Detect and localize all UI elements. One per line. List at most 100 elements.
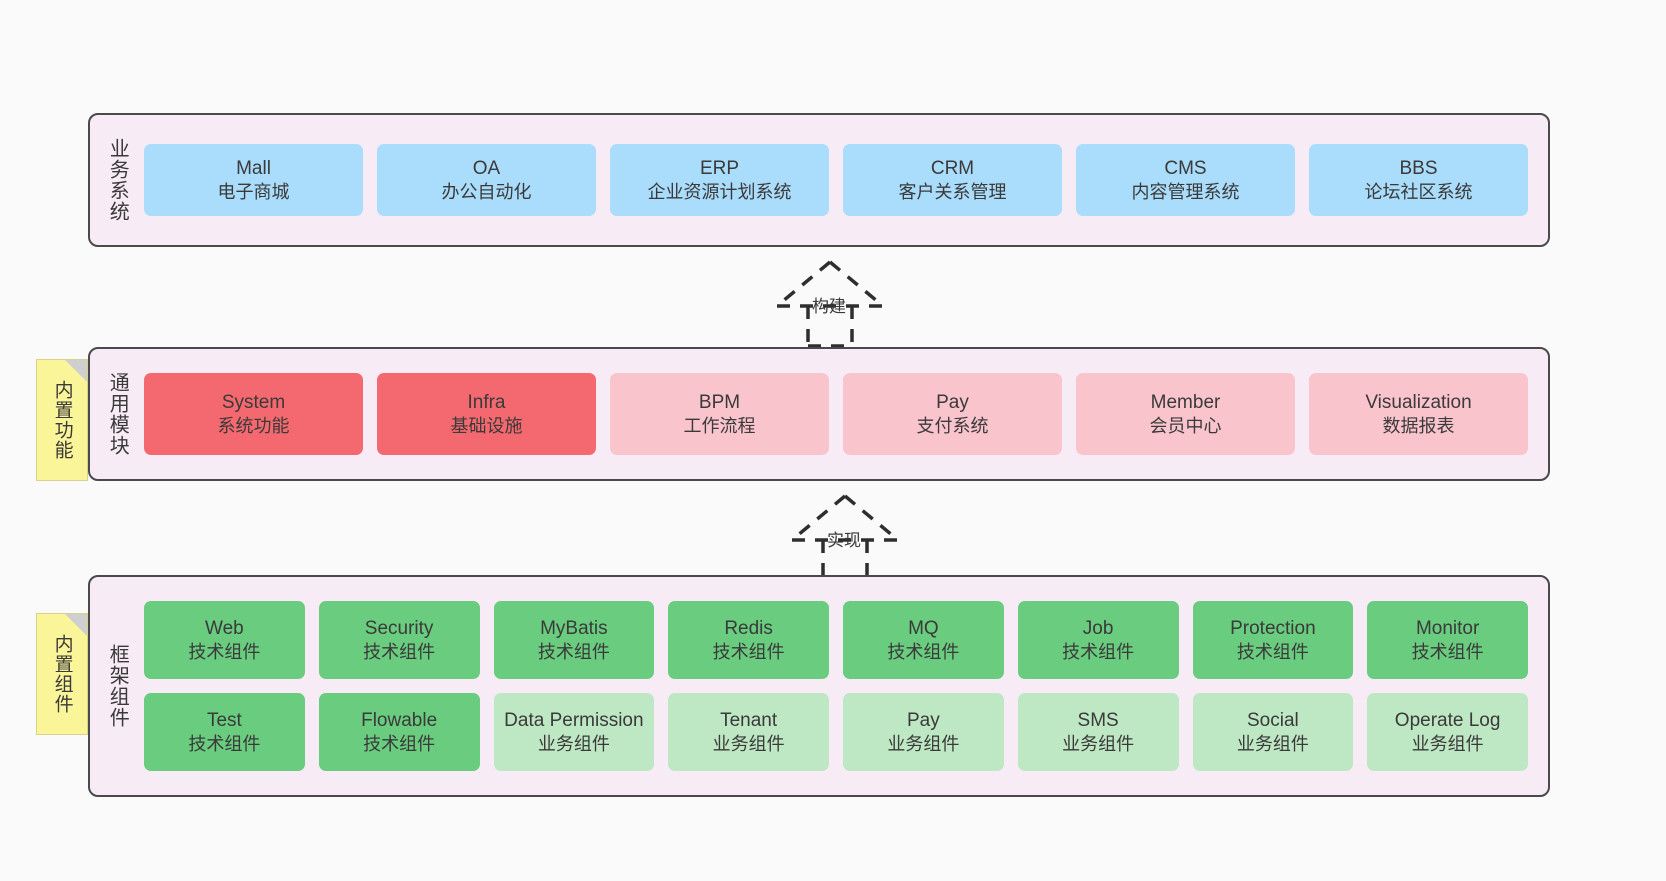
layer-label-business-systems: 业务系统 (106, 138, 129, 222)
card-title: MQ (908, 617, 939, 639)
layer-label-framework-components: 框架组件 (106, 644, 129, 728)
card-title: Flowable (361, 709, 438, 731)
card-subtitle: 会员中心 (1149, 415, 1222, 436)
card-subtitle: 技术组件 (1236, 641, 1309, 662)
card-subtitle: 技术组件 (712, 641, 785, 662)
card-subtitle: 技术组件 (188, 641, 261, 662)
card-subtitle: 技术组件 (1411, 641, 1484, 662)
card-title: Redis (724, 617, 773, 639)
card-subtitle: 技术组件 (537, 641, 610, 662)
note-builtin-components-label: 内置组件 (51, 634, 73, 714)
card-title: Web (205, 617, 244, 639)
arrow-implement-label: 实现 (827, 531, 861, 550)
card-title: BPM (698, 391, 741, 413)
card-title: System (221, 391, 286, 413)
card-title: Operate Log (1394, 709, 1501, 731)
card-subtitle: 数据报表 (1382, 415, 1455, 436)
card-title: SMS (1077, 709, 1119, 731)
card-subtitle: 支付系统 (916, 415, 989, 436)
card-subtitle: 论坛社区系统 (1364, 181, 1473, 202)
card-title: Job (1082, 617, 1114, 639)
card-title: Protection (1230, 617, 1316, 639)
card-subtitle: 企业资源计划系统 (647, 181, 792, 202)
note-builtin-components: 内置组件 (36, 613, 88, 735)
card-subtitle: 业务组件 (537, 733, 610, 754)
card-subtitle: 业务组件 (1062, 733, 1135, 754)
card-subtitle: 基础设施 (450, 415, 523, 436)
arrow-build: 构建 (755, 258, 905, 348)
arrow-build-label: 构建 (812, 297, 846, 316)
card-title: MyBatis (540, 617, 608, 639)
layer-label-common-modules: 通用模块 (106, 372, 129, 456)
card-title: Pay (907, 709, 940, 731)
card-title: CRM (930, 157, 975, 179)
card-subtitle: 技术组件 (887, 641, 960, 662)
note-builtin-functions-label: 内置功能 (51, 380, 73, 460)
note-builtin-functions: 内置功能 (36, 359, 88, 481)
card-title: ERP (699, 157, 740, 179)
card-subtitle: 业务组件 (712, 733, 785, 754)
card-subtitle: 技术组件 (363, 733, 436, 754)
arrow-implement: 实现 (770, 492, 920, 582)
card-title: BBS (1399, 157, 1438, 179)
card-subtitle: 业务组件 (1411, 733, 1484, 754)
card-title: Security (364, 617, 434, 639)
card-title: Mall (236, 157, 271, 179)
card-title: Tenant (720, 709, 778, 731)
card-subtitle: 业务组件 (1236, 733, 1309, 754)
card-title: Visualization (1365, 391, 1472, 413)
card-title: Monitor (1415, 617, 1480, 639)
card-subtitle: 业务组件 (887, 733, 960, 754)
card-title: Infra (467, 391, 506, 413)
card-subtitle: 系统功能 (217, 415, 290, 436)
card-subtitle: 技术组件 (188, 733, 261, 754)
card-title: OA (472, 157, 501, 179)
card-title: CMS (1164, 157, 1207, 179)
card-subtitle: 技术组件 (1062, 641, 1135, 662)
card-subtitle: 技术组件 (363, 641, 436, 662)
card-subtitle: 电子商城 (217, 181, 290, 202)
card-subtitle: 内容管理系统 (1131, 181, 1240, 202)
card-title: Social (1247, 709, 1299, 731)
card-title: Data Permission (504, 709, 644, 731)
card-title: Test (206, 709, 242, 731)
card-subtitle: 工作流程 (683, 415, 756, 436)
